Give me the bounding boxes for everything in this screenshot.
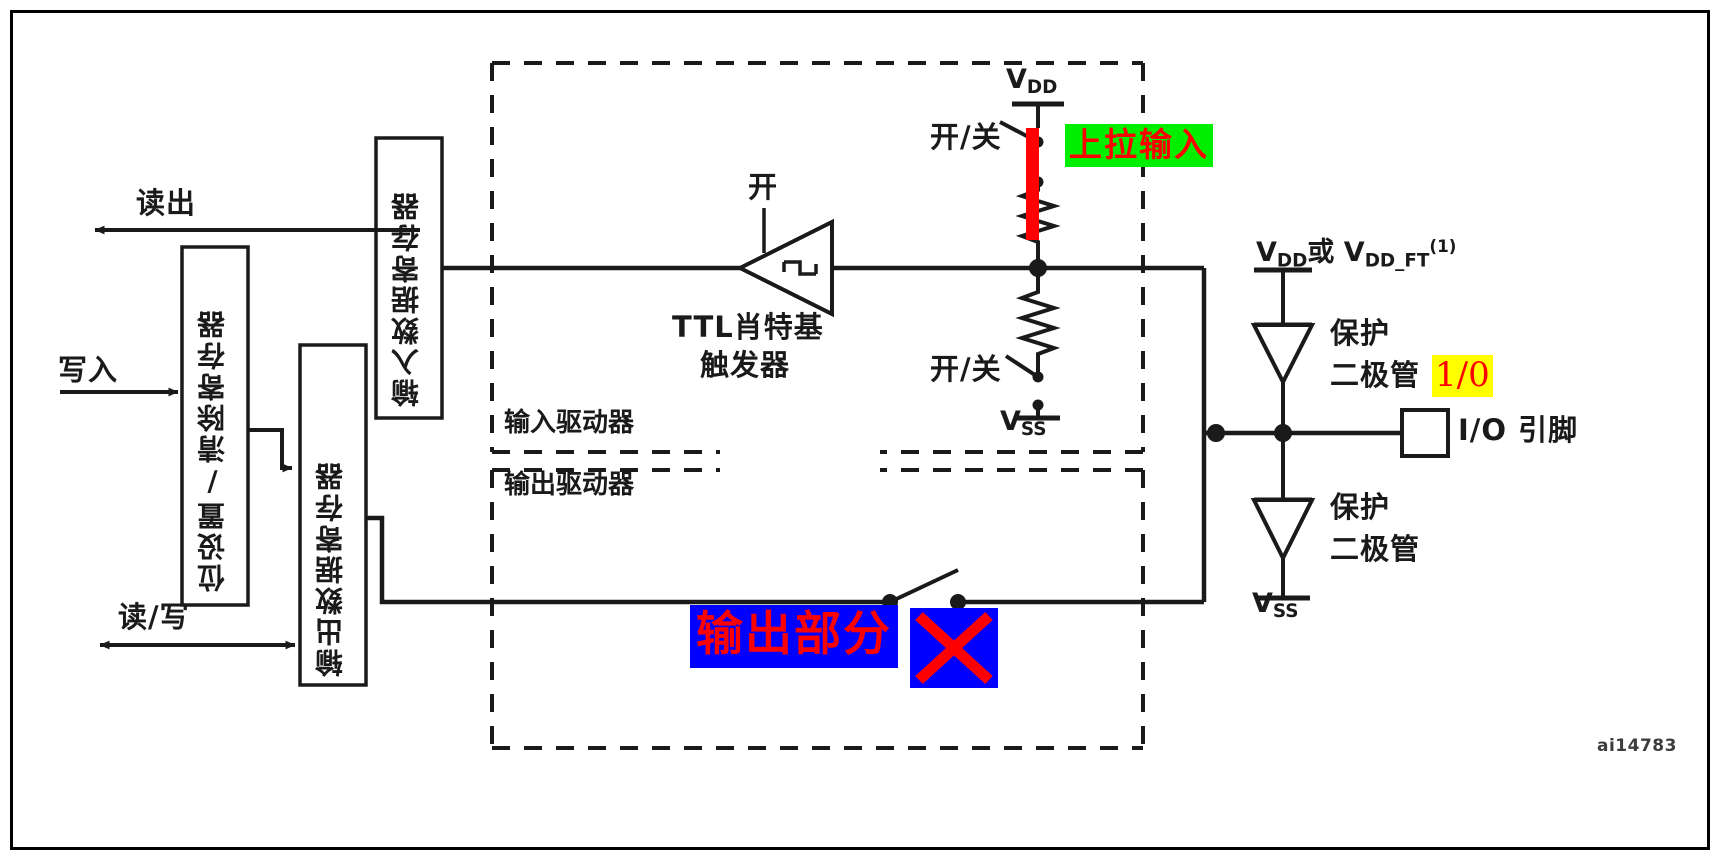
protection-supply-sub1: DD (1276, 250, 1308, 272)
protection-supply-label: VDD或 VDD_FT(1) (1256, 236, 1457, 272)
protection-supply-mid: 或 V (1307, 237, 1365, 269)
output-section-annotation: 输出部分 (690, 605, 898, 668)
vss-pulldown-sub: SS (1020, 419, 1047, 441)
logic-level-annotation: 1/0 (1432, 355, 1493, 397)
figure-id-watermark: ai14783 (1597, 736, 1677, 756)
pullup-path-red-marker (1026, 128, 1039, 240)
vdd-label-text: V (1006, 64, 1027, 95)
protection-supply-note: (1) (1429, 236, 1457, 256)
trigger-enable-label: 开 (748, 170, 779, 204)
protection-diode-top-label-line2: 二极管 (1330, 358, 1421, 392)
pullup-input-annotation-text: 上拉输入 (1065, 124, 1213, 167)
output-section-annotation-text: 输出部分 (690, 605, 898, 668)
vss-protection-sub: SS (1272, 601, 1299, 623)
vss-pulldown-text: V (1000, 406, 1021, 437)
diagram-outer-frame (10, 10, 1710, 850)
schmitt-trigger-label-line1: TTL肖特基 (672, 310, 824, 344)
protection-diode-top-label-line1: 保护 (1330, 316, 1391, 350)
output-data-register-label: 输出数据寄存器 (314, 460, 347, 677)
input-data-register-label: 输入数据寄存器 (390, 190, 423, 407)
output-driver-label: 输出驱动器 (504, 470, 635, 500)
input-driver-label: 输入驱动器 (504, 408, 635, 438)
bit-set-reset-register-label: 位设置/清除寄存器 (196, 308, 229, 592)
logic-level-annotation-text: 1/0 (1432, 355, 1493, 397)
vdd-label: VDD (1006, 64, 1058, 99)
read-signal-label: 读出 (136, 186, 197, 220)
protection-supply-sub2: DD_FT (1364, 250, 1430, 272)
io-pin-label: I/O 引脚 (1458, 413, 1579, 447)
read-write-signal-label: 读/写 (118, 600, 190, 634)
write-signal-label: 写入 (58, 353, 119, 387)
vss-pulldown-label: VSS (1000, 406, 1047, 441)
protection-supply-prefix: V (1256, 237, 1277, 269)
vdd-label-sub: DD (1026, 77, 1058, 99)
pulldown-switch-label: 开/关 (930, 352, 1002, 386)
vss-protection-label: VSS (1252, 588, 1299, 623)
output-disabled-marker-box (910, 608, 998, 688)
protection-diode-bottom-label-line1: 保护 (1330, 490, 1391, 524)
vss-protection-text: V (1252, 588, 1273, 619)
schmitt-trigger-label-line2: 触发器 (700, 348, 791, 382)
pullup-switch-label: 开/关 (930, 120, 1002, 154)
protection-diode-bottom-label-line2: 二极管 (1330, 532, 1421, 566)
pullup-input-annotation: 上拉输入 (1065, 124, 1213, 167)
